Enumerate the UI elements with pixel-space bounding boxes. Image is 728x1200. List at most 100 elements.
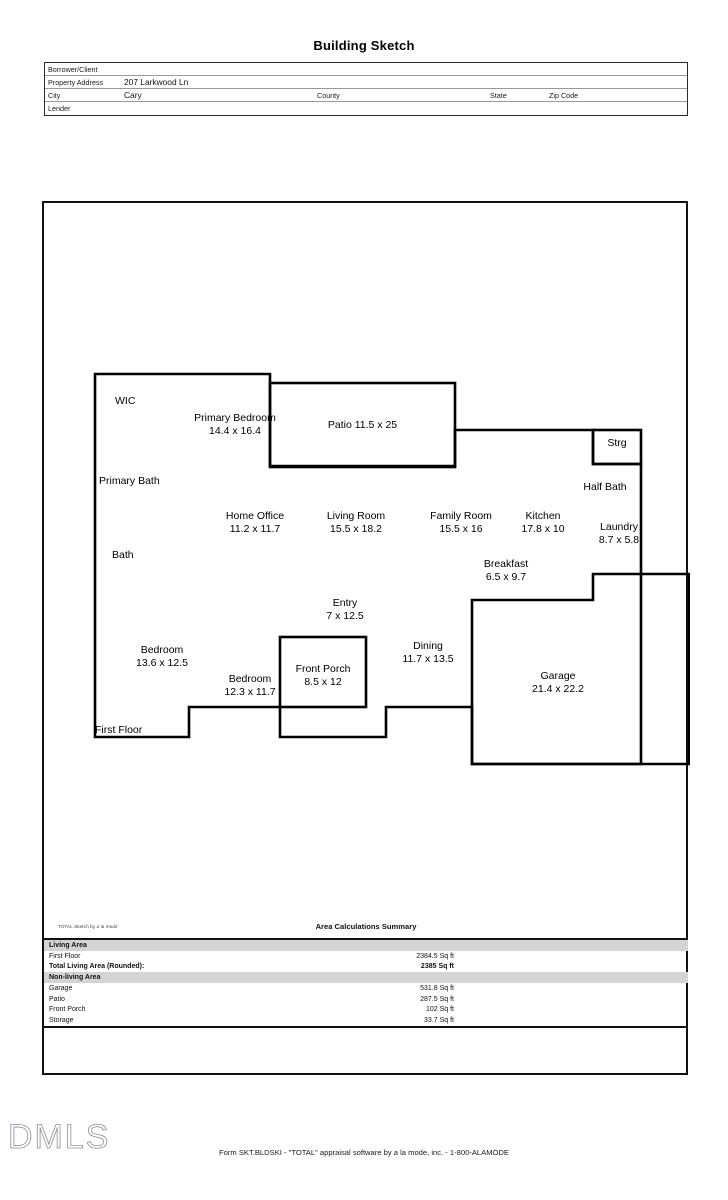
row-label: First Floor [49,952,81,960]
room-dims: 6.5 x 9.7 [485,570,527,583]
row-label: Garage [49,984,73,992]
room-label-bath: Bath [112,549,134,562]
property-address-value[interactable]: 207 Larkwood Ln [124,77,189,87]
room-dims: 14.4 x 16.4 [209,424,261,437]
room-name: Living Room [326,510,386,522]
table-row: First Floor 2384.5 Sq ft [44,951,688,962]
room-label-primary-bedroom: Primary Bedroom 14.4 x 16.4 [150,412,320,437]
floor-level-label: First Floor [95,724,142,737]
room-name: Home Office [225,510,285,522]
room-label-kitchen: Kitchen 17.8 x 10 [496,510,590,535]
row-value: 33.7 Sq ft [424,1016,454,1024]
room-label-home-office: Home Office 11.2 x 11.7 [199,510,311,535]
building-sketch-panel: WIC Primary Bedroom 14.4 x 16.4 Patio 11… [42,201,690,1077]
room-label-entry: Entry 7 x 12.5 [295,597,395,622]
room-name: Kitchen [525,510,561,522]
floor-plan-svg [93,372,690,766]
row-label: Storage [49,1016,74,1024]
page-title: Building Sketch [313,38,415,53]
room-name: Dining [413,640,443,652]
dmls-watermark: DMLS [8,1118,111,1157]
room-label-primary-bath: Primary Bath [99,475,160,488]
table-row-total-living: Total Living Area (Rounded): 2385 Sq ft [44,962,688,973]
room-name: Laundry [600,521,638,533]
room-label-front-porch: Front Porch 8.5 x 12 [280,663,366,688]
room-label-half-bath: Half Bath [569,481,641,494]
room-dims: 13.6 x 12.5 [136,656,188,669]
room-label-dining: Dining 11.7 x 13.5 [374,640,482,665]
form-footer: Form SKT.BLDSKI - "TOTAL" appraisal soft… [219,1148,509,1157]
room-dims: 15.5 x 18.2 [330,522,382,535]
room-name: Bedroom [228,673,272,685]
room-label-garage: Garage 21.4 x 22.2 [500,670,616,695]
zip-label: Zip Code [549,90,579,100]
county-label: County [317,90,340,100]
room-name: Bath [112,549,134,561]
room-dims: 8.7 x 5.8 [598,533,640,546]
room-dims: 15.5 x 16 [439,522,483,535]
header-row-borrower: Borrower/Client [45,63,687,76]
room-label-wic: WIC [115,395,135,408]
header-row-city-county-state-zip: City Cary County State Zip Code [45,89,687,102]
room-name: Strg [607,437,627,449]
room-label-strg: Strg [593,437,641,450]
room-name: Primary Bath [99,475,160,487]
row-value: 2385 Sq ft [420,963,454,971]
row-label: Patio [49,995,65,1003]
room-name: Bedroom [140,644,184,656]
city-label: City [48,90,61,100]
room-label-patio: Patio 11.5 x 25 [270,419,455,432]
patio-outline [268,381,457,469]
table-row: Garage 531.8 Sq ft [44,983,688,994]
room-label-bedroom-2: Bedroom 12.3 x 11.7 [194,673,306,698]
room-label-bedroom-1: Bedroom 13.6 x 12.5 [106,644,218,669]
room-dims: 12.3 x 11.7 [224,685,276,698]
room-dims: 7 x 12.5 [326,609,364,622]
property-address-label: Property Address [48,77,104,87]
garage-outline [470,572,643,766]
room-label-family-room: Family Room 15.5 x 16 [404,510,518,535]
room-name: Half Bath [583,481,627,493]
table-row: Storage 33.7 Sq ft [44,1015,688,1026]
row-value: 2384.5 Sq ft [416,952,454,960]
table-row: Front Porch 102 Sq ft [44,1004,688,1015]
floor-level-name: First Floor [95,724,143,736]
nonliving-area-label: Non-living Area [49,974,101,982]
room-dims: 11.7 x 13.5 [402,652,454,665]
row-value: 531.8 Sq ft [420,984,454,992]
header-row-property-address: Property Address 207 Larkwood Ln [45,76,687,89]
table-row: Patio 287.5 Sq ft [44,994,688,1005]
room-label-living-room: Living Room 15.5 x 18.2 [298,510,414,535]
room-label-breakfast: Breakfast 6.5 x 9.7 [452,558,560,583]
room-name: Entry [332,597,358,609]
room-dims: 21.4 x 22.2 [532,682,584,695]
front-porch-outline [278,635,368,709]
storage-outline [591,428,643,466]
living-area-label: Living Area [49,942,87,949]
borrower-label: Borrower/Client [48,64,98,74]
lender-label: Lender [48,104,71,113]
room-name: Front Porch [295,663,351,675]
room-dims: 17.8 x 10 [521,522,565,535]
nonliving-area-band: Non-living Area [44,972,688,984]
room-name: Patio 11.5 x 25 [327,419,398,431]
room-name: Garage [540,670,576,682]
room-name: Breakfast [483,558,529,570]
row-label: Total Living Area (Rounded): [49,963,145,971]
area-summary-title: Area Calculations Summary [315,922,417,931]
sketch-credit: TOTAL Sketch by a la mode [58,924,118,929]
city-value[interactable]: Cary [124,90,142,100]
header-row-lender: Lender [45,102,687,115]
room-name: Primary Bedroom [194,412,276,424]
room-name: WIC [115,395,136,407]
row-value: 102 Sq ft [425,1006,454,1014]
living-area-band: Living Area [44,940,688,951]
area-summary-header: TOTAL Sketch by a la mode Area Calculati… [44,921,688,937]
room-dims: 11.2 x 11.7 [229,522,281,535]
area-calculations-table: Living Area First Floor 2384.5 Sq ft Tot… [44,938,688,1028]
room-name: Family Room [430,510,492,522]
property-header-table: Borrower/Client Property Address 207 Lar… [44,62,688,116]
room-label-laundry: Laundry 8.7 x 5.8 [576,521,662,546]
floor-plan-drawing [44,203,690,1077]
state-label: State [490,90,507,100]
